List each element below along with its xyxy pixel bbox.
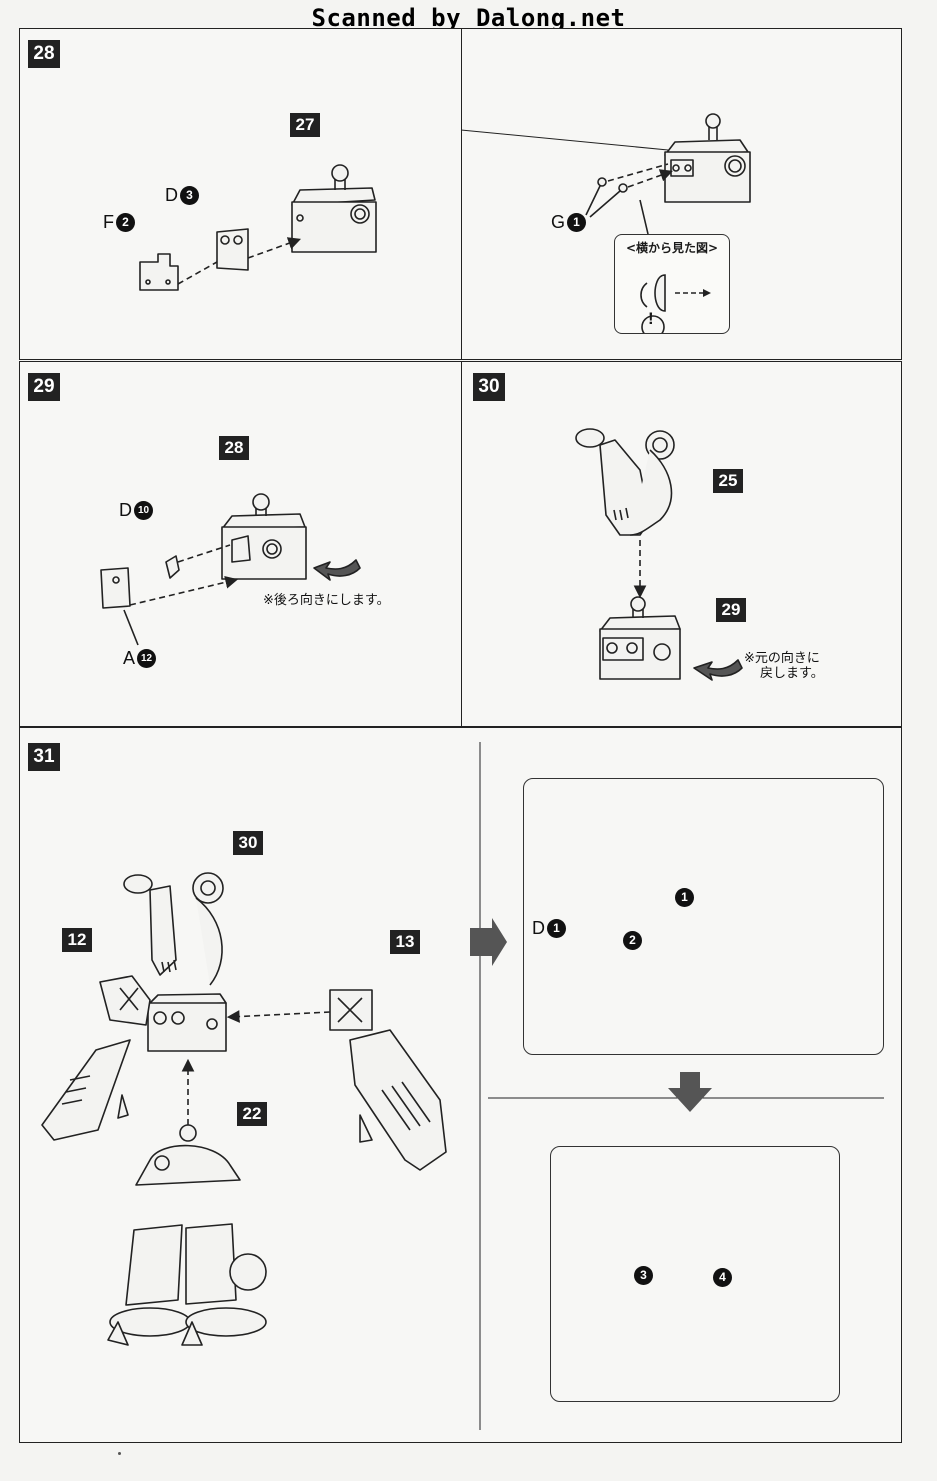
side-view-diagram [640, 274, 711, 333]
step-31-detail-box-1 [523, 778, 884, 1055]
step-28-panel [19, 28, 462, 360]
step-28-part-g-label: G 1 [551, 212, 587, 233]
step-28-plate-f [139, 253, 179, 291]
part-f-letter: F [103, 212, 114, 232]
step-30-rotate-note: ※元の向きに 戻します。 [744, 651, 824, 681]
callout-2: 2 [623, 931, 642, 950]
part-g-number: 1 [567, 213, 587, 232]
step-30-cube [599, 596, 681, 680]
step-29-part-d [165, 555, 180, 579]
step-31-left-arm [41, 975, 151, 1141]
step-31-ref-right-arm: 13 [390, 930, 420, 954]
part-a-number: 12 [137, 649, 157, 668]
step-31-ref-left-arm: 12 [62, 928, 92, 952]
part-a-letter: A [123, 648, 136, 668]
part-f-number: 2 [116, 213, 135, 232]
step-28-plate-d [216, 228, 249, 271]
step-28-part-d-label: D 3 [165, 185, 199, 206]
note-line-2: 戻します。 [760, 666, 824, 681]
note-line-1: ※元の向きに [744, 651, 820, 666]
step-31-part-d-label: D 1 [532, 918, 566, 939]
step-29-number: 29 [28, 373, 60, 401]
part-d-number: 1 [547, 919, 566, 938]
part-d-letter: D [532, 918, 545, 938]
step-29-cube [221, 493, 307, 580]
step-31-ref-legs: 22 [237, 1102, 267, 1126]
warning-icon: ! [648, 309, 654, 328]
step-31-detail-box-2 [550, 1146, 840, 1402]
step-31-ref-body: 30 [233, 831, 263, 855]
step-28-number: 28 [28, 40, 60, 68]
step-28-detail-cube [664, 113, 751, 203]
step-30-ref-bottom: 29 [716, 598, 746, 622]
step-28-ref-assembly: 27 [290, 113, 320, 137]
part-g-letter: G [551, 212, 566, 232]
side-view-title: <横から見た図> [625, 241, 719, 255]
side-view-callout: <横から見た図> ! [614, 234, 730, 334]
step-29-plate-a [100, 567, 131, 609]
callout-4: 4 [713, 1268, 732, 1287]
step-31-legs [107, 1124, 267, 1346]
scan-credit: Scanned by Dalong.net [311, 4, 626, 32]
part-d-number: 10 [134, 501, 153, 520]
step-30-ref-top: 25 [713, 469, 743, 493]
step-30-panel [461, 361, 902, 727]
step-30-number: 30 [473, 373, 505, 401]
callout-1: 1 [675, 888, 694, 907]
step-29-part-d-label: D 10 [119, 500, 153, 521]
step-28-part-f-label: F 2 [103, 212, 135, 233]
part-d-letter: D [165, 185, 178, 205]
step-28-cube [291, 164, 377, 253]
step-30-upper-body [575, 428, 675, 536]
step-29-part-a-label: A 12 [123, 648, 157, 669]
callout-3: 3 [634, 1266, 653, 1285]
step-29-rotate-note: ※後ろ向きにします。 [263, 593, 390, 608]
step-29-ref-assembly: 28 [219, 436, 249, 460]
part-d-letter: D [119, 500, 132, 520]
step-31-right-arm [329, 989, 447, 1171]
scan-speck [118, 1452, 121, 1455]
step-31-number: 31 [28, 743, 60, 771]
part-d-number: 3 [180, 186, 199, 205]
step-31-body [123, 872, 227, 1052]
